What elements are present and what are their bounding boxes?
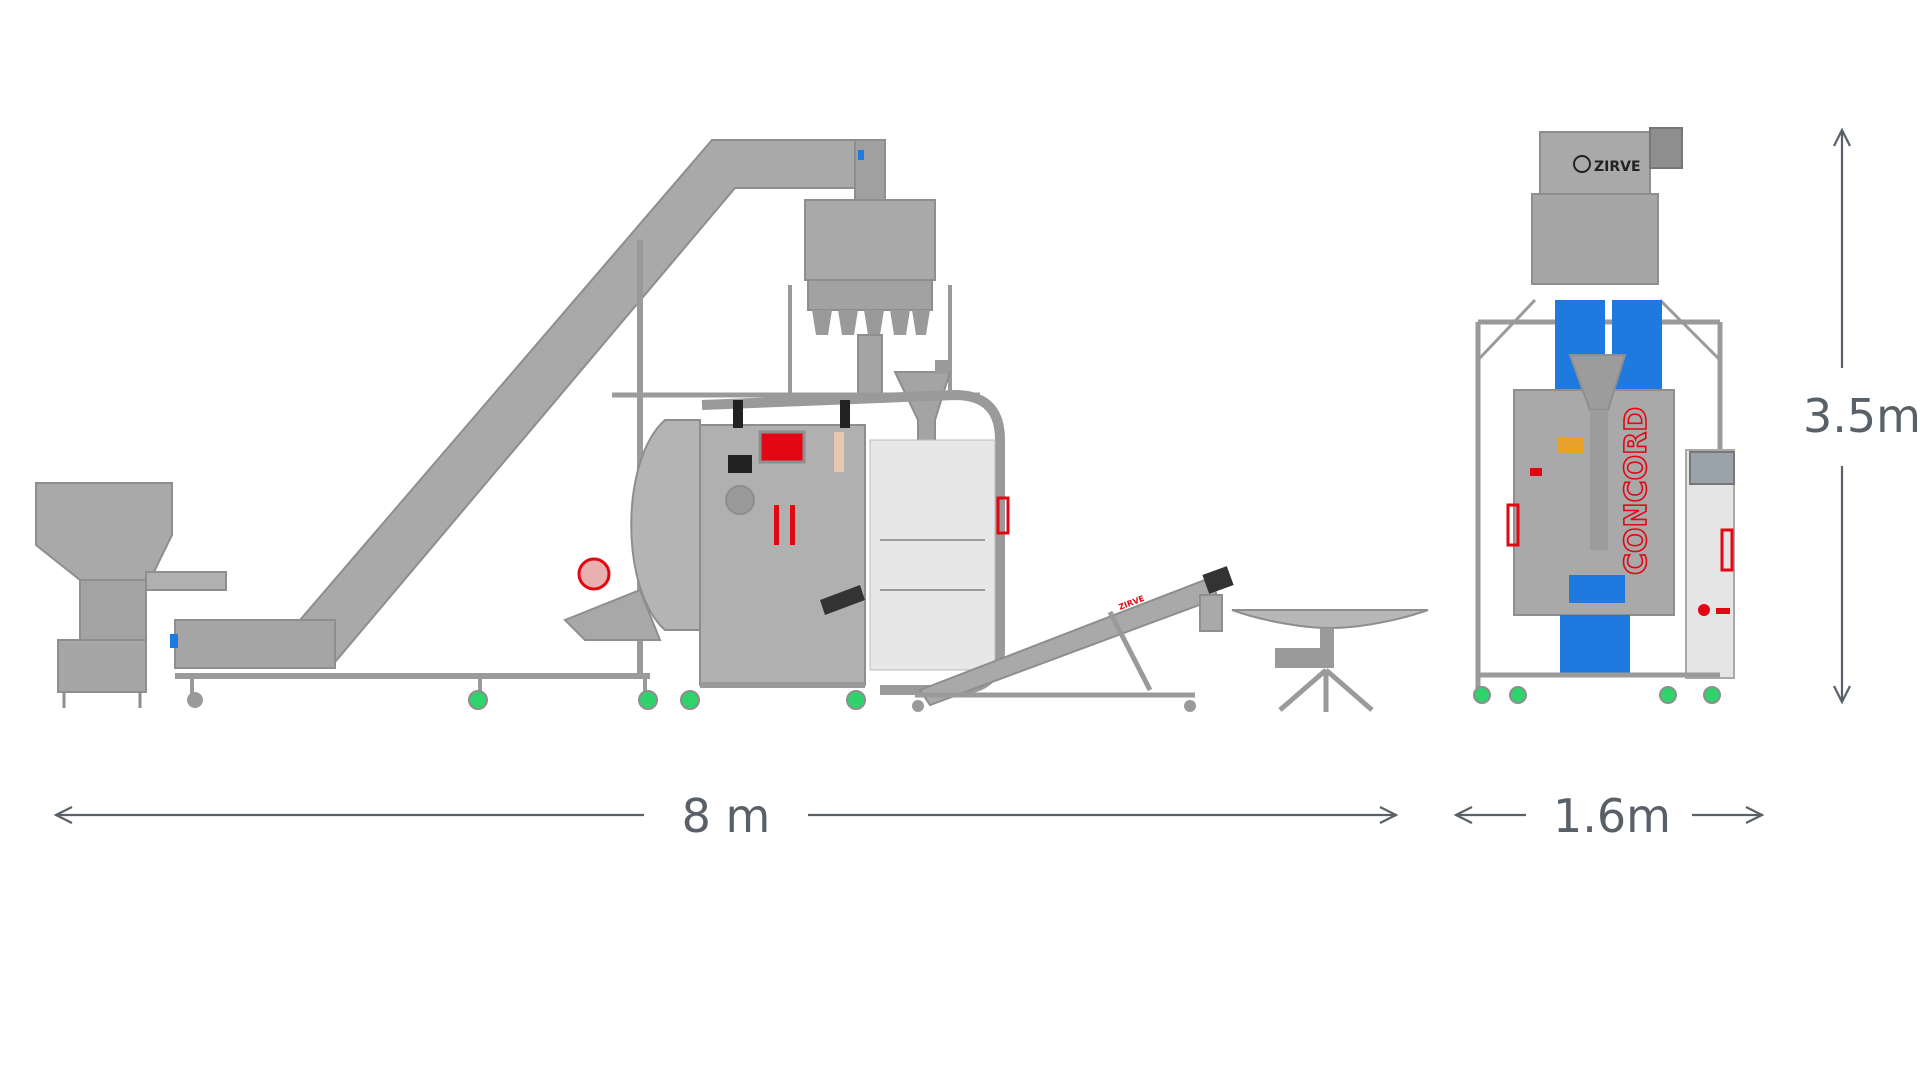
width-dimension: 1.6m: [1456, 789, 1762, 843]
length-label: 8 m: [682, 789, 771, 843]
multihead-weigher: [788, 199, 952, 400]
front-view-machine: ZIRVE CONCORD: [1473, 127, 1735, 704]
height-label: 3.5m: [1803, 389, 1920, 443]
front-brand-logo: ZIRVE: [1594, 159, 1641, 175]
discharge-conveyor: ZIRVE: [912, 566, 1234, 712]
side-panel-brand: CONCORD: [1619, 407, 1654, 575]
feed-hopper: [35, 482, 227, 708]
width-label: 1.6m: [1553, 789, 1671, 843]
length-dimension: 8 m: [56, 789, 1396, 843]
side-view-machine: ZIRVE: [35, 139, 1429, 712]
vffs-machine-body: [563, 389, 1010, 710]
zirve-logo-icon: [1573, 155, 1591, 173]
rotary-collecting-table: [1231, 609, 1429, 712]
hmi-screen: [1689, 451, 1735, 485]
height-dimension: 3.5m: [1803, 130, 1920, 702]
